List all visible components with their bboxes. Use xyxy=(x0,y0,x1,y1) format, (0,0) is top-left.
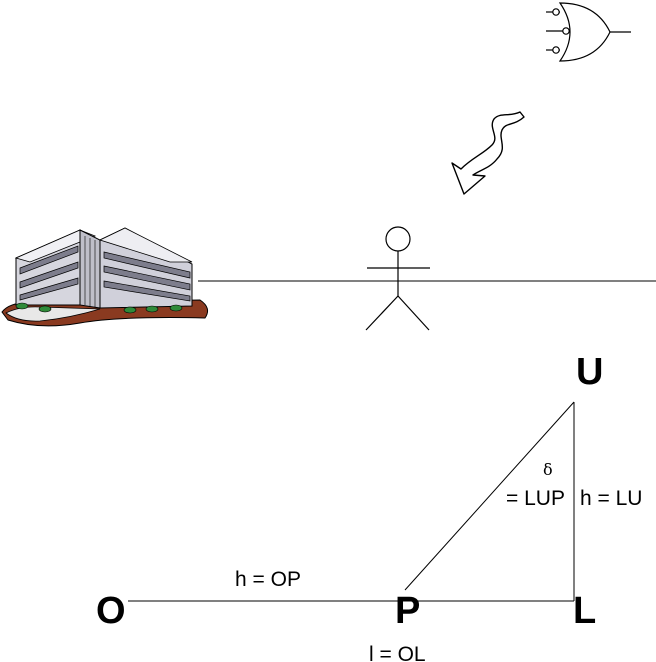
line-p-u xyxy=(404,401,575,591)
or-gate-icon xyxy=(546,2,631,62)
label-delta: δ xyxy=(543,460,553,479)
label-lu: h = LU xyxy=(580,487,642,510)
stick-figure-icon xyxy=(365,226,430,331)
point-label-o: O xyxy=(96,590,126,632)
point-label-l: L xyxy=(573,590,596,632)
triangle-diagram xyxy=(128,401,575,602)
wavy-arrow-icon xyxy=(451,111,525,195)
label-lup: = LUP xyxy=(506,487,565,510)
label-ol: l = OL xyxy=(369,643,426,662)
point-label-u: U xyxy=(576,351,603,393)
office-building-icon xyxy=(1,227,209,327)
label-op: h = OP xyxy=(235,568,301,591)
point-label-p: P xyxy=(395,590,420,632)
